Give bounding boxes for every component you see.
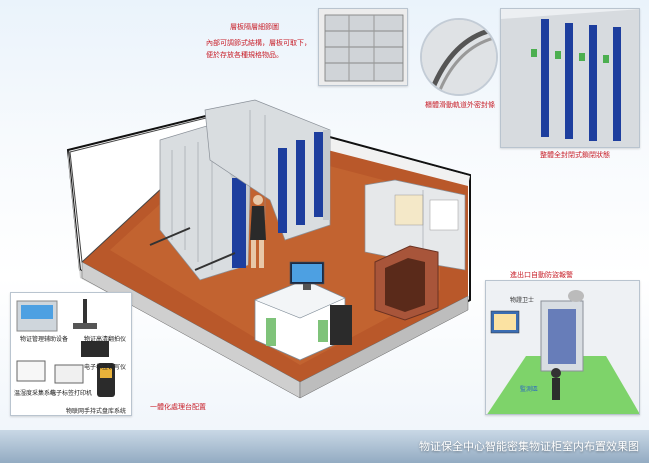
- compact-cabinet-back: [204, 99, 331, 241]
- shelf-detail-panel: [318, 8, 408, 86]
- closed-cabinets-image: [501, 9, 639, 147]
- shelf-note-line1: 內部可調節式結構，層板可取下，: [206, 39, 311, 47]
- workstation-desk: [254, 261, 352, 361]
- closed-state-panel: [500, 8, 640, 148]
- device-label-4: 电子标签打印机: [50, 390, 93, 397]
- device-label-5: 物联网手持式盘库系统: [66, 408, 127, 415]
- doorway: [374, 245, 439, 321]
- equipment-illustrations: [11, 293, 131, 415]
- bottom-banner: [0, 430, 649, 463]
- shelf-detail-image: [319, 9, 407, 85]
- device-label-0: 物证管理辅助设备: [20, 336, 69, 343]
- shelf-note-line2: 便於存放各種規格物品。: [206, 51, 283, 59]
- rail-caption: 櫃體滑動軌道外密封條: [425, 101, 495, 109]
- rail-seal-detail: [420, 18, 498, 96]
- equipment-panel: [10, 292, 132, 416]
- bottom-title: 物证保全中心智能密集物证柜室内布置效果图: [419, 440, 639, 453]
- gate-floor-label: 監測區: [520, 386, 539, 393]
- device-label-1: 物证高清翻拍仪: [84, 336, 127, 343]
- wall-cabinets-right: [364, 179, 466, 271]
- person-figure: [250, 195, 266, 268]
- device-label-3: 温湿度采集系统: [14, 390, 57, 397]
- device-label-2: 电子标签读写仪: [84, 364, 127, 371]
- gate-alarm-panel: [485, 280, 640, 415]
- area-caption: 一體化處理台配置: [150, 403, 206, 411]
- gate-caption: 進出口自動防盜報警: [510, 271, 573, 279]
- gate-sign: 物證卫士: [510, 297, 535, 304]
- closed-caption: 整體全封閉式鎖閉狀態: [540, 151, 610, 159]
- gate-alarm-image: [486, 281, 639, 414]
- shelf-note-title: 層板隔層細節圖: [230, 23, 279, 31]
